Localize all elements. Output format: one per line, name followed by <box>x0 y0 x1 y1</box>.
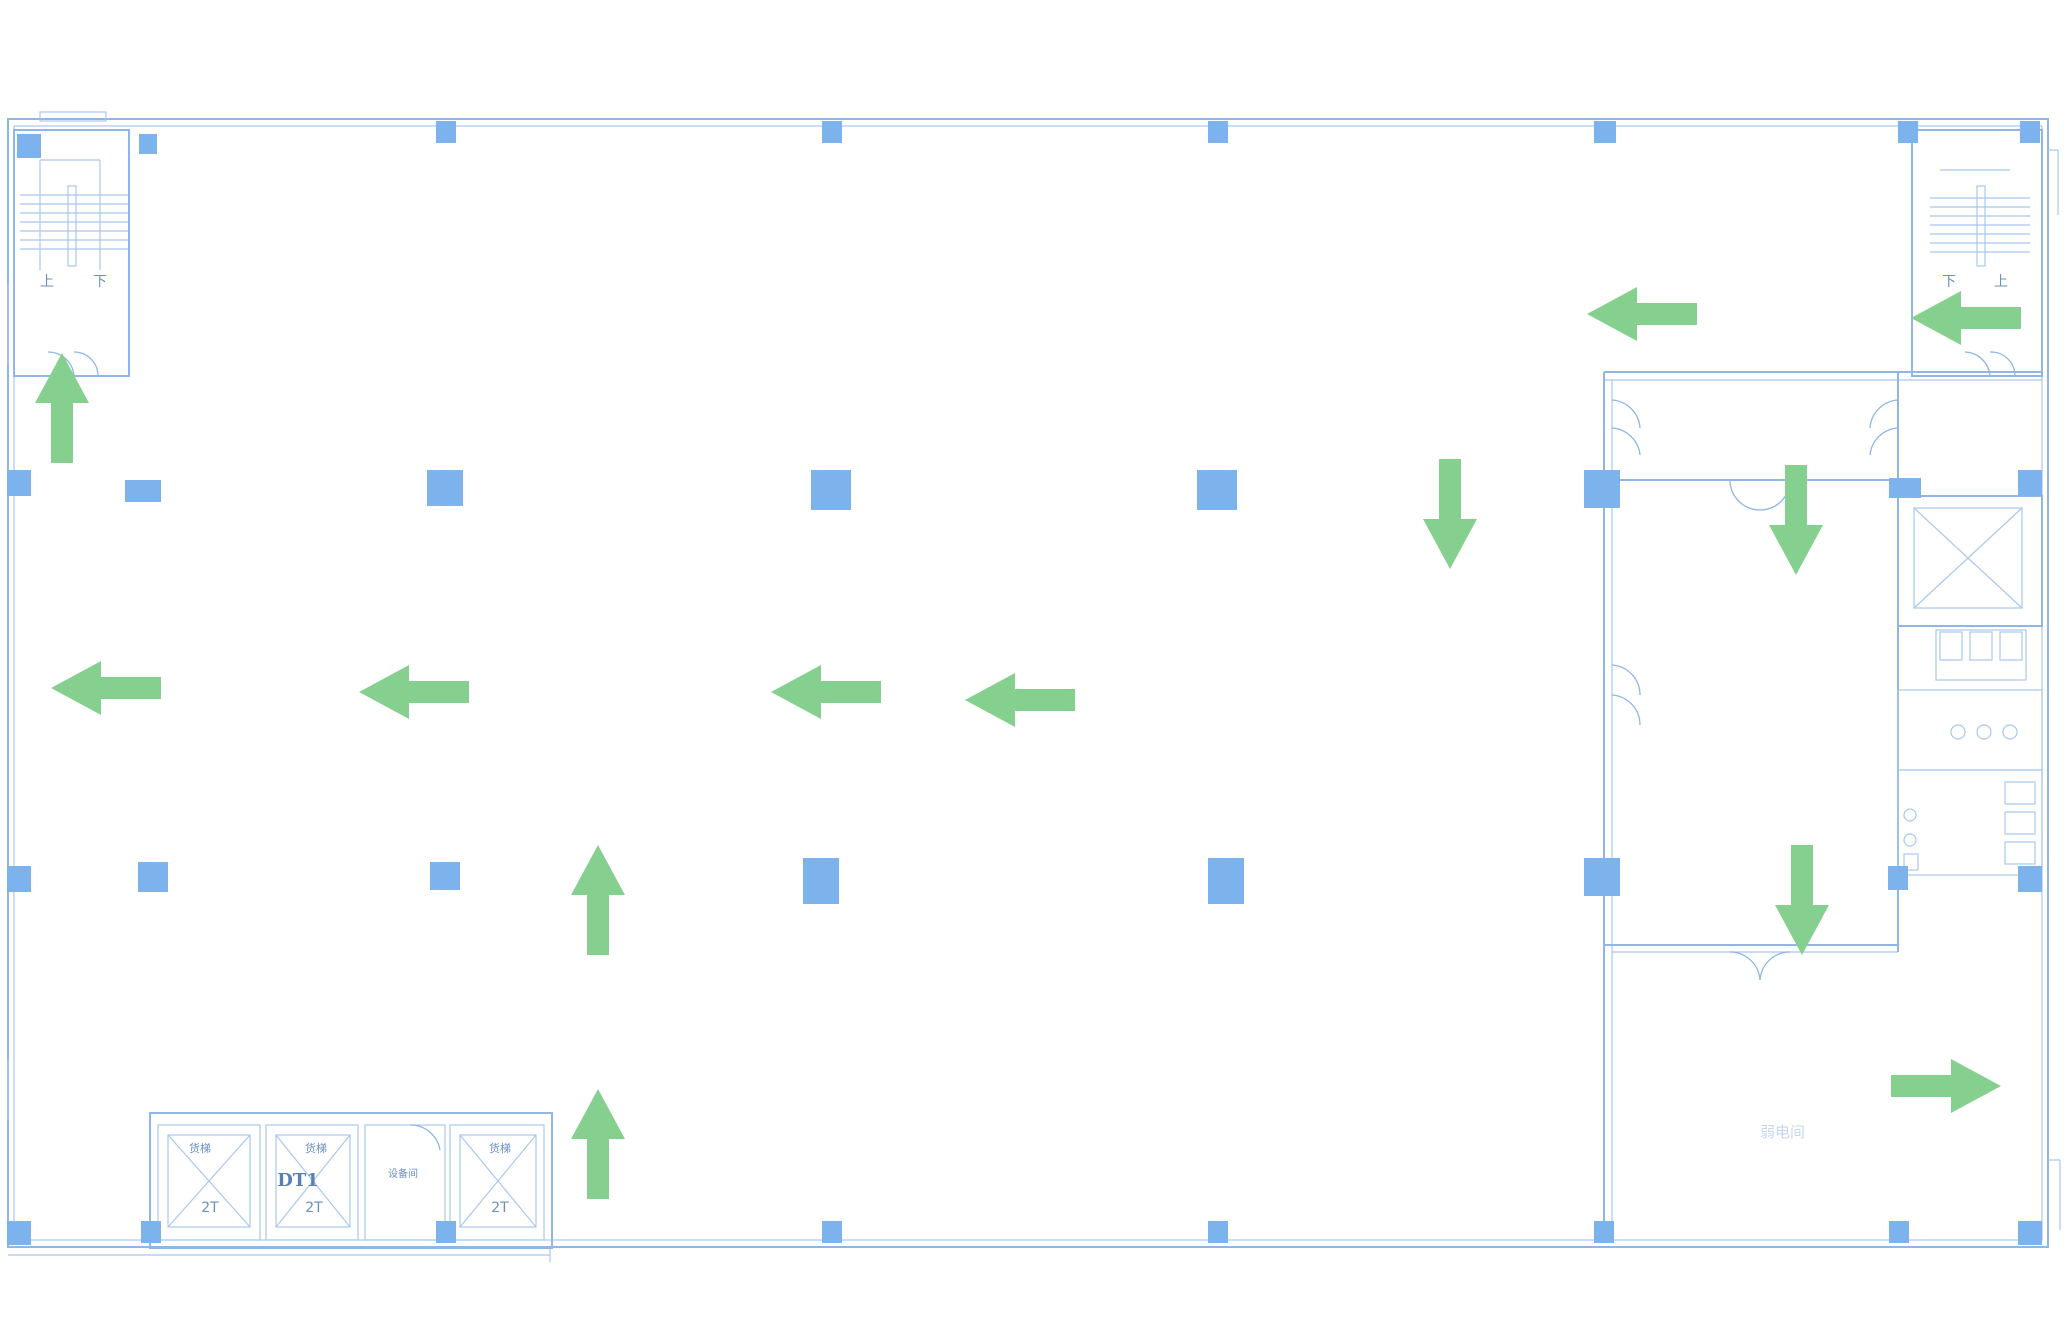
elevator-2-label: 货梯 <box>305 1141 327 1155</box>
structural-columns <box>7 121 2042 1245</box>
structural-column <box>7 866 31 892</box>
structural-column <box>1584 470 1620 508</box>
stair-right-up-label: 上 <box>1994 274 2008 290</box>
structural-column <box>1584 858 1620 896</box>
elevator-1-capacity: 2T <box>201 1200 219 1216</box>
structural-column <box>125 480 161 502</box>
evacuation-arrow-left <box>51 661 161 715</box>
stair-right: 下 上 <box>1911 129 2043 377</box>
equipment-room-label: 设备间 <box>388 1167 418 1180</box>
structural-column <box>1889 1221 1909 1243</box>
structural-column <box>1898 121 1918 143</box>
structural-column <box>138 862 168 892</box>
stair-right-down-label: 下 <box>1942 274 1956 290</box>
structural-column <box>803 858 839 904</box>
evacuation-arrow-right <box>1891 1059 2001 1113</box>
structural-column <box>436 121 456 143</box>
structural-column <box>822 1221 842 1243</box>
elevator-bank: 货梯 2T 货梯 DT1 2T 设备间 货梯 2T <box>149 1112 553 1249</box>
structural-column <box>1208 858 1244 904</box>
elevator-3-label: 货梯 <box>489 1141 511 1155</box>
structural-column <box>17 134 41 158</box>
evacuation-arrow-left <box>359 665 469 719</box>
structural-column <box>1197 470 1237 510</box>
evacuation-arrow-left <box>965 673 1075 727</box>
evacuation-arrow-left <box>771 665 881 719</box>
structural-column <box>822 121 842 143</box>
structural-column <box>811 470 851 510</box>
faint-room-label: 弱电间 <box>1760 1123 1805 1141</box>
structural-column <box>1889 478 1921 498</box>
structural-column <box>1208 1221 1228 1243</box>
evacuation-arrow-up <box>35 353 89 463</box>
evacuation-arrow-left <box>1911 291 2021 345</box>
structural-column <box>1888 866 1908 890</box>
elevator-2-capacity: 2T <box>305 1200 323 1216</box>
structural-column <box>427 470 463 506</box>
stair-left-up-label: 上 <box>40 274 54 290</box>
structural-column <box>2020 121 2040 143</box>
structural-column <box>139 134 157 154</box>
stair-left-down-label: 下 <box>93 274 107 290</box>
structural-column <box>1594 1221 1614 1243</box>
structural-column <box>2018 866 2042 892</box>
stair-left: 上 下 <box>13 129 130 377</box>
evacuation-arrow-down <box>1769 465 1823 575</box>
elevator-3-capacity: 2T <box>491 1200 509 1216</box>
elevator-1-label: 货梯 <box>189 1141 211 1155</box>
structural-column <box>436 1221 456 1243</box>
structural-column <box>1208 121 1228 143</box>
structural-column <box>7 1221 31 1245</box>
evacuation-arrow-down <box>1423 459 1477 569</box>
structural-column <box>1594 121 1616 143</box>
structural-column <box>7 470 31 496</box>
structural-column <box>2018 1221 2042 1245</box>
evacuation-arrows <box>35 287 2021 1199</box>
structural-column <box>141 1221 161 1243</box>
evacuation-arrow-up <box>571 845 625 955</box>
evacuation-arrow-left <box>1587 287 1697 341</box>
evacuation-arrow-up <box>571 1089 625 1199</box>
outer-walls <box>7 111 2061 1262</box>
right-service-area: 弱电间 <box>1603 371 2043 1240</box>
structural-column <box>2018 470 2042 496</box>
elevator-2-code: DT1 <box>277 1170 319 1191</box>
evacuation-arrow-down <box>1775 845 1829 955</box>
structural-column <box>430 862 460 890</box>
